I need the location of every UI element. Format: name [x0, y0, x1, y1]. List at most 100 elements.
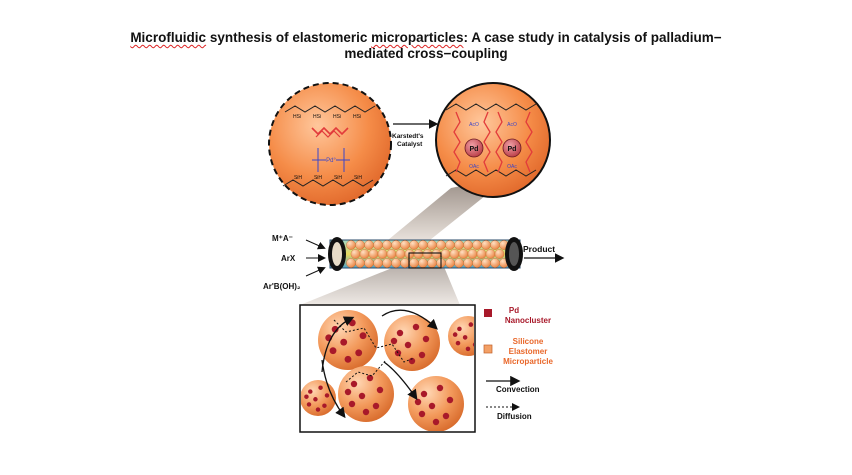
legend-si-line1: Silicone — [513, 337, 544, 346]
pd-nanocluster-dot — [404, 341, 412, 349]
legend-pd-line2: Nanocluster — [505, 316, 551, 325]
pd-nanocluster-dot — [355, 349, 363, 357]
reactor-bead — [391, 258, 401, 268]
title-word-microparticles: microparticles — [371, 30, 464, 45]
pd-nanocluster-dot — [476, 331, 481, 336]
pd-nanocluster-dot — [455, 340, 461, 346]
pd-nanocluster-dot — [418, 351, 426, 359]
legend: Pd Nanocluster Silicone Elastomer Microp… — [483, 306, 553, 421]
reactor-bead — [368, 249, 379, 259]
reactor-bead — [485, 249, 496, 259]
si-top-label-3: HSi — [333, 114, 341, 120]
pd0-center-label: Pd° — [326, 158, 336, 164]
reactor-bead — [346, 258, 356, 268]
legend-si-swatch — [483, 344, 493, 354]
reactor-bead — [445, 258, 455, 268]
si-top-label-2: HSi — [313, 114, 321, 120]
elastomer-microparticle — [301, 380, 336, 416]
reactor-bead — [377, 249, 388, 259]
reactor-bead — [355, 240, 365, 250]
reactor-bead — [400, 240, 410, 250]
pd-nanocluster-dot — [362, 408, 370, 416]
pd-nanocluster-dot — [420, 390, 428, 398]
reactor-bead — [364, 258, 374, 268]
reactor-bead — [409, 240, 419, 250]
pd-nanocluster-dot — [408, 357, 416, 365]
si-bottom-label-2: SiH — [314, 175, 322, 181]
product-label: Product — [523, 244, 555, 254]
reactor-bead — [382, 240, 392, 250]
pd-nanocluster-dot — [304, 394, 309, 399]
pd-nanocluster-dot — [457, 326, 462, 332]
pd-nanocluster-dot — [414, 398, 422, 406]
pd-nanocluster-dot — [394, 349, 402, 357]
pd-nanocluster-dot — [350, 380, 358, 388]
reactor-bead — [472, 240, 482, 250]
reactor-bead — [436, 240, 446, 250]
reactor-bead — [418, 240, 428, 250]
zoom-panel — [299, 304, 481, 433]
left-circle-precursor: HSi HSi HSi HSi Pd° SiH SiH SiH SiH — [268, 82, 392, 206]
zoom-box — [408, 252, 442, 269]
pd-nanocluster-dot — [472, 342, 474, 347]
title-word-microfluidic: Microfluidic — [130, 30, 207, 45]
si-bottom-label-4: SiH — [354, 175, 362, 181]
elastomer-microparticle — [384, 315, 440, 371]
reactor-bead — [431, 249, 442, 259]
reactor-bead — [494, 249, 505, 259]
reactor-bead — [454, 258, 464, 268]
pd-nanocluster-dot — [465, 346, 471, 352]
legend-convection-label: Convection — [496, 385, 540, 394]
karstedt-label-line2: Catalyst — [397, 141, 423, 148]
title-text-2: : A case study in catalysis of palladium… — [463, 30, 722, 45]
pd-nanocluster-dot — [359, 332, 367, 340]
reactor-bead — [391, 240, 401, 250]
reactor-bead — [355, 258, 365, 268]
pd-nanocluster-dot — [432, 418, 440, 426]
reactor-bead — [467, 249, 478, 259]
reactor-bead — [346, 240, 356, 250]
reactor-bead — [490, 240, 500, 250]
reactor-bead — [481, 258, 491, 268]
slide-title: Microfluidic synthesis of elastomeric mi… — [0, 30, 852, 62]
reactor-bead — [463, 258, 473, 268]
pd-nanocluster-dot — [376, 386, 384, 394]
pd-nanocluster-dot — [344, 388, 352, 396]
si-top-label-4: HSi — [353, 114, 361, 120]
input-salt: M⁺A⁻ — [272, 234, 293, 243]
si-top-label-1: HSi — [293, 114, 301, 120]
reactor-bead — [382, 258, 392, 268]
pd-nanocluster-dot — [358, 392, 366, 400]
pd-nanocluster-dot — [412, 323, 420, 331]
acetate-top-1: AcO — [469, 122, 479, 128]
pd-label-2: Pd — [508, 146, 517, 153]
pd-nanocluster-dot — [313, 397, 318, 402]
title-text-1: synthesis of elastomeric — [206, 30, 372, 45]
pd-nanocluster-dot — [418, 410, 426, 418]
si-bottom-label-1: SiH — [294, 175, 302, 181]
input-boronic-acid: Ar'B(OH)₂ — [263, 282, 301, 291]
reactor-bead — [463, 240, 473, 250]
reactor-bead — [364, 240, 374, 250]
pd-nanocluster-dot — [396, 329, 404, 337]
reactor-bead — [449, 249, 460, 259]
reactor-bead — [359, 249, 370, 259]
pd-nanocluster-dot — [446, 396, 454, 404]
reactor-bead — [400, 258, 410, 268]
reactor-bead — [427, 240, 437, 250]
pd-nanocluster-dot — [428, 402, 436, 410]
si-bottom-label-3: SiH — [334, 175, 342, 181]
reactor-bead — [490, 258, 500, 268]
karstedt-label-line1: Karstedt's — [392, 133, 424, 140]
reactor-bead — [472, 258, 482, 268]
legend-pd-swatch — [484, 309, 492, 317]
reactor-bead — [427, 258, 437, 268]
zoom-cone-bottom — [300, 262, 460, 305]
pd-nanocluster-dot — [452, 332, 458, 337]
pd-sphere-2 — [502, 138, 522, 158]
reactor-bead — [476, 249, 487, 259]
reactor-bead — [481, 240, 491, 250]
reactor-bead — [440, 249, 451, 259]
pd-nanocluster-dot — [344, 355, 352, 363]
